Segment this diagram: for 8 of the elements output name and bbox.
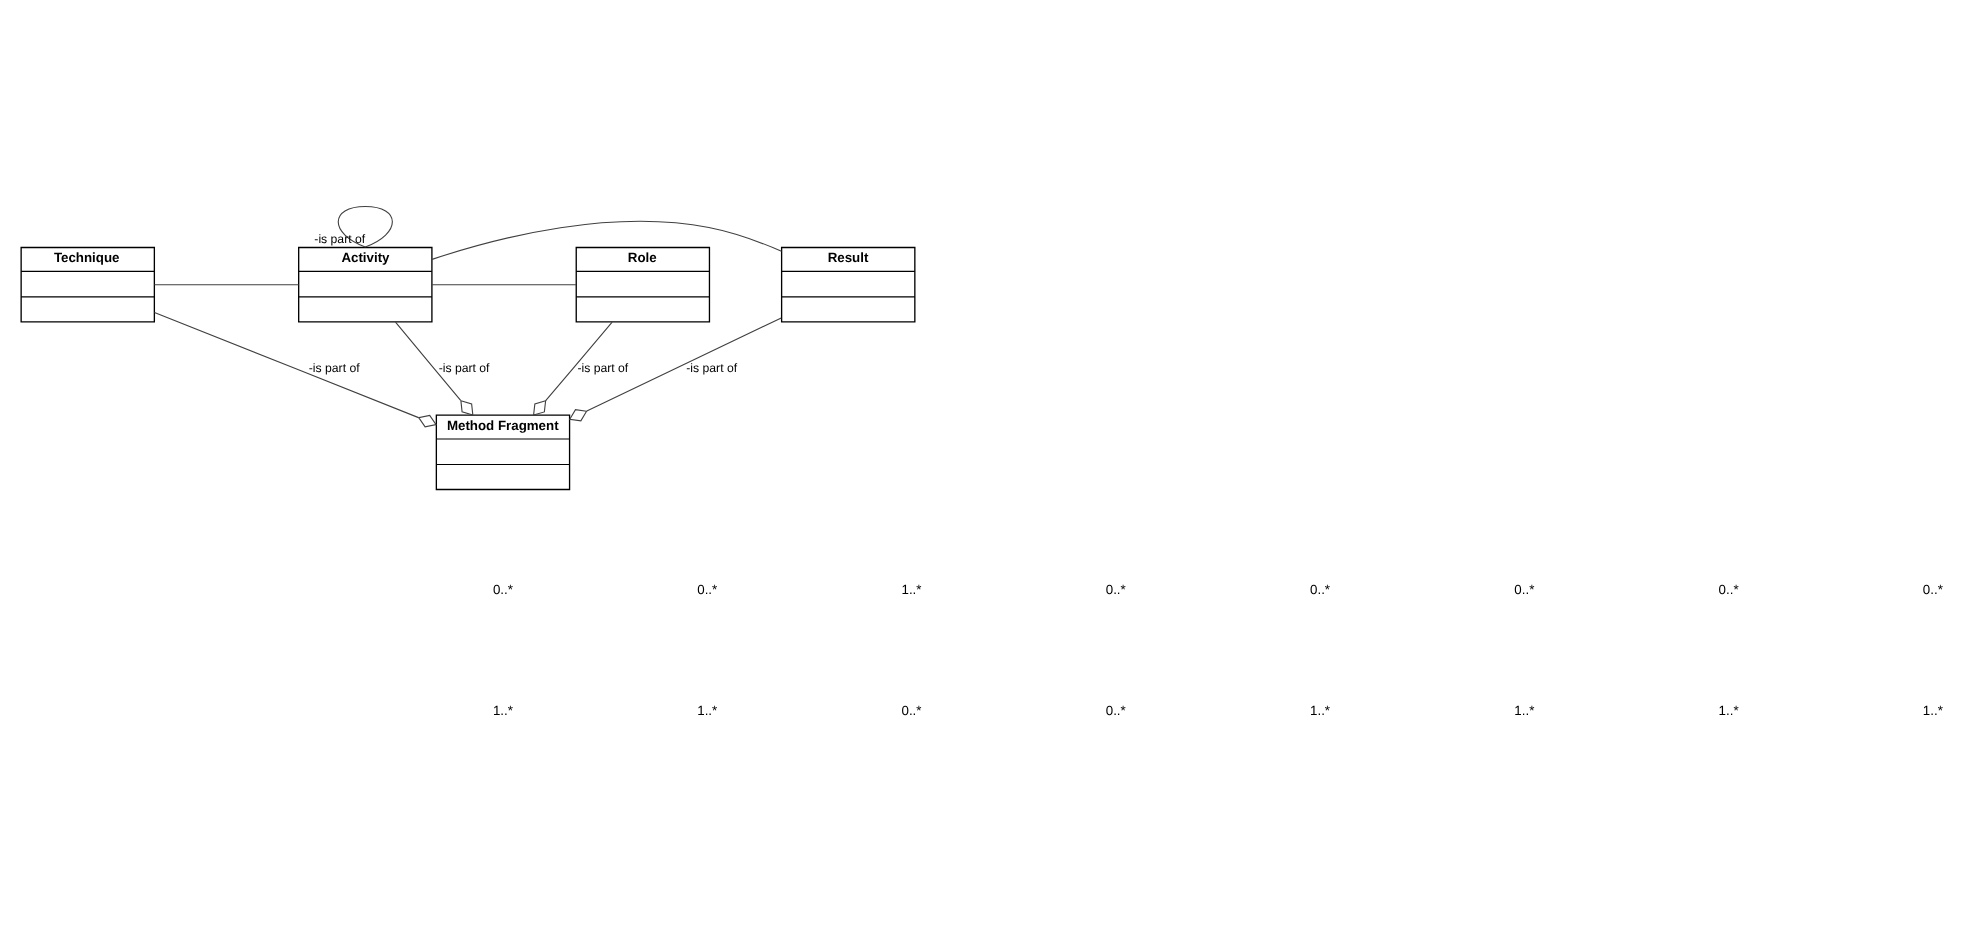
connector xyxy=(153,284,300,286)
connector xyxy=(568,317,782,422)
connector xyxy=(394,321,474,416)
connector xyxy=(431,220,783,260)
connector xyxy=(337,205,393,248)
connector xyxy=(532,321,613,416)
connector xyxy=(431,284,577,286)
connector xyxy=(153,311,437,428)
